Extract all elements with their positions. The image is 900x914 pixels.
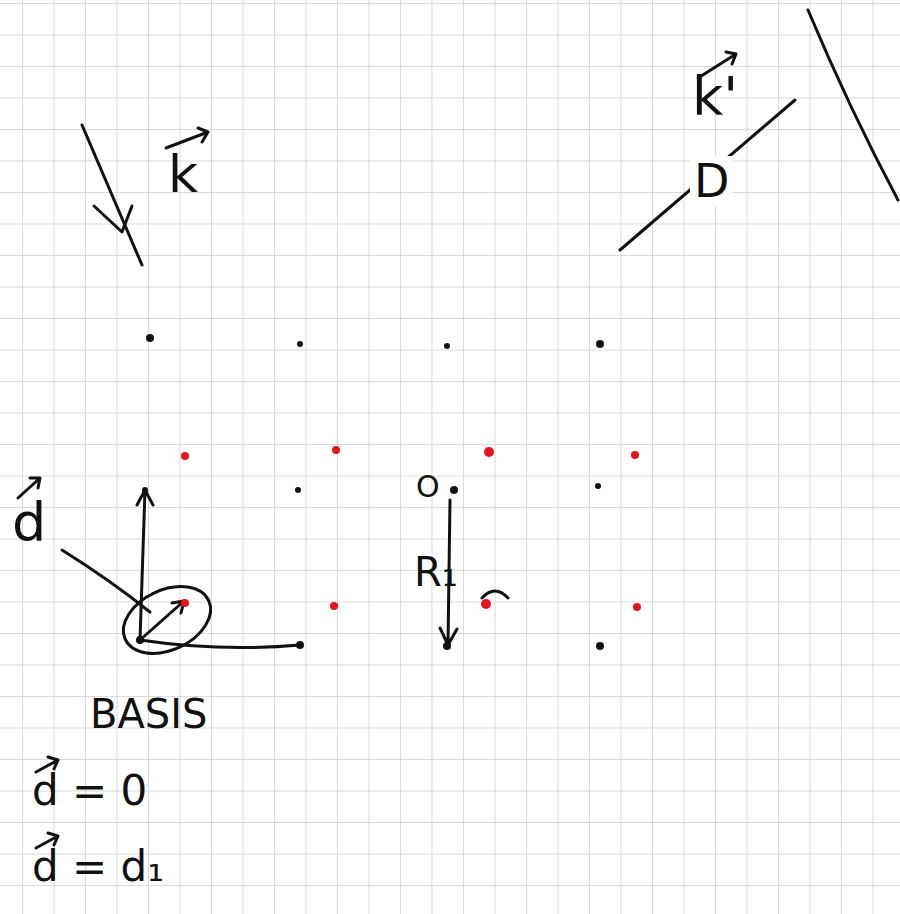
detector-arc <box>808 10 898 200</box>
origin-label: O <box>416 472 440 502</box>
basis-ellipse <box>113 573 222 666</box>
phase-arc <box>482 591 508 598</box>
lattice-points <box>136 334 604 650</box>
vector-label: R₁ <box>414 552 458 592</box>
vector-arrow <box>166 128 208 148</box>
lattice-vector <box>140 640 300 648</box>
leader-line <box>62 550 150 612</box>
vector-arrow <box>18 478 40 498</box>
basis-vector <box>140 601 184 640</box>
wave-vector: k' <box>692 70 738 124</box>
vector-label: d <box>12 496 46 550</box>
lattice-vector <box>137 490 153 640</box>
basis-points <box>181 446 641 611</box>
wave-vector: k <box>168 148 198 200</box>
basis-label: BASIS <box>90 694 207 734</box>
equation: d = d₁ <box>32 846 164 888</box>
equation: d = 0 <box>32 770 147 812</box>
wave-ray <box>82 125 142 265</box>
detector-label: D <box>690 156 733 206</box>
arrow-head <box>94 206 132 232</box>
